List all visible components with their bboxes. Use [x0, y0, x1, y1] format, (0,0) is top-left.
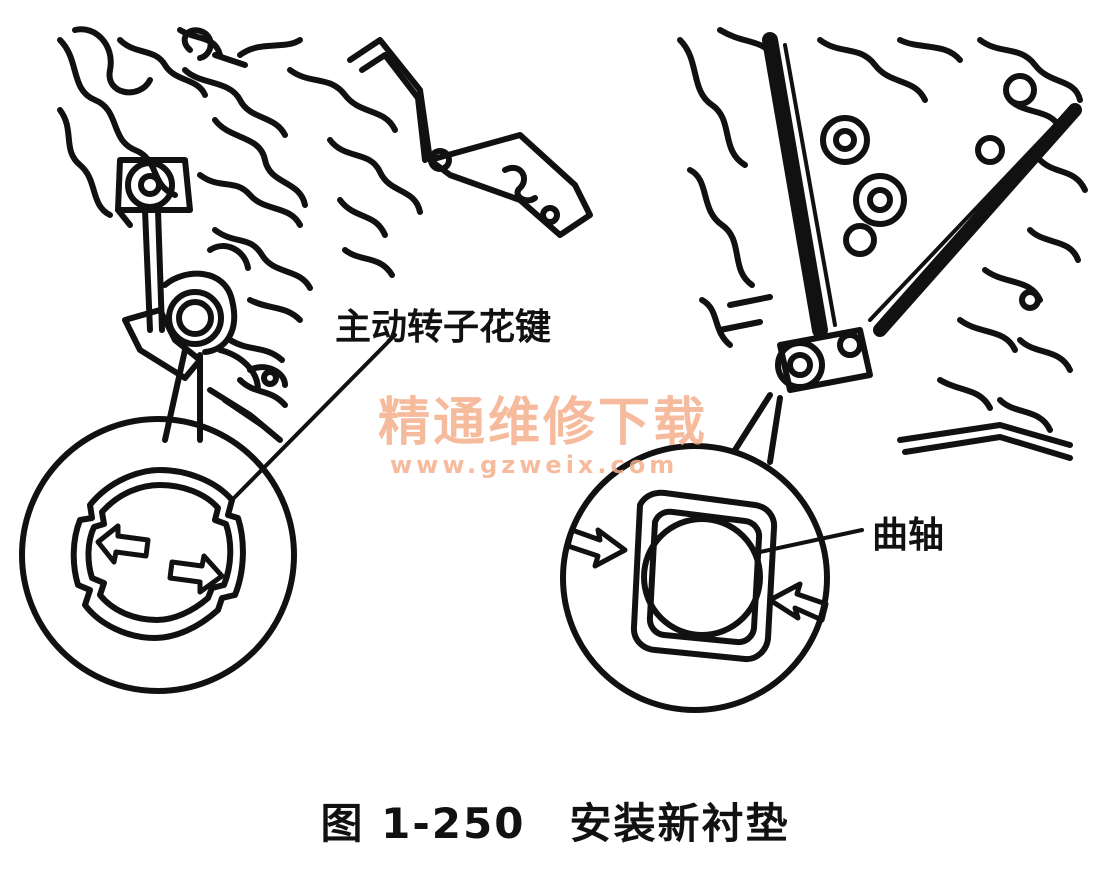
- crankshaft-label: 曲轴: [872, 515, 945, 556]
- spline-leader-line: [230, 333, 397, 502]
- crankshaft-leader-line: [758, 528, 864, 554]
- figure-caption: 图 1-250 安装新衬垫: [320, 799, 790, 848]
- spline-label: 主动转子花键: [335, 307, 552, 348]
- watermark: 精通维修下载 www.gzweix.com: [378, 395, 738, 479]
- watermark-title: 精通维修下载: [378, 393, 709, 453]
- right-engine-illustration: [677, 27, 1088, 465]
- left-engine-illustration: [57, 26, 593, 443]
- watermark-url: www.gzweix.com: [390, 451, 679, 479]
- crankshaft-detail-circle: [560, 443, 830, 713]
- spline-detail-circle: [19, 416, 297, 694]
